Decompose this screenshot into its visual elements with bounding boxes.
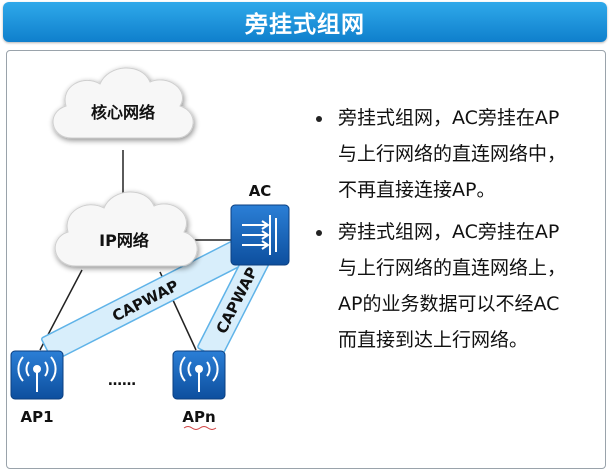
ap-ellipsis: …… bbox=[108, 373, 136, 389]
bullet-dot bbox=[316, 116, 322, 122]
bullet-line: 与上行网络的直连网络上， bbox=[338, 257, 567, 279]
description-item-2: 旁挂式组网，AC旁挂在AP 与上行网络的直连网络上， AP的业务数据可以不经AC… bbox=[312, 214, 602, 358]
bullet-line: AP的业务数据可以不经AC bbox=[338, 293, 560, 315]
ap1-device-icon bbox=[10, 350, 64, 400]
bullet-line: 旁挂式组网，AC旁挂在AP bbox=[338, 221, 560, 243]
bullet-line: 不再直接连接AP。 bbox=[338, 179, 496, 201]
core-network-cloud bbox=[52, 67, 194, 139]
ap1-label: AP1 bbox=[20, 408, 53, 426]
apn-device-icon bbox=[172, 350, 226, 400]
ip-network-label: IP网络 bbox=[99, 231, 149, 250]
ac-device-icon bbox=[230, 204, 290, 266]
title-bar: 旁挂式组网 bbox=[3, 2, 607, 42]
ac-label: AC bbox=[249, 182, 272, 200]
description-item-1: 旁挂式组网，AC旁挂在AP 与上行网络的直连网络中， 不再直接连接AP。 bbox=[312, 100, 602, 208]
bullet-line: 与上行网络的直连网络中， bbox=[338, 143, 567, 165]
bullet-line: 而直接到达上行网络。 bbox=[338, 329, 529, 351]
page-title: 旁挂式组网 bbox=[245, 12, 365, 38]
apn-label-underline bbox=[183, 426, 217, 430]
apn-label: APn bbox=[182, 408, 215, 426]
core-network-label: 核心网络 bbox=[91, 103, 155, 122]
bullet-dot bbox=[316, 230, 322, 236]
ip-network-cloud bbox=[54, 191, 198, 267]
description-list: 旁挂式组网，AC旁挂在AP 与上行网络的直连网络中， 不再直接连接AP。 旁挂式… bbox=[312, 100, 602, 364]
bullet-line: 旁挂式组网，AC旁挂在AP bbox=[338, 107, 560, 129]
